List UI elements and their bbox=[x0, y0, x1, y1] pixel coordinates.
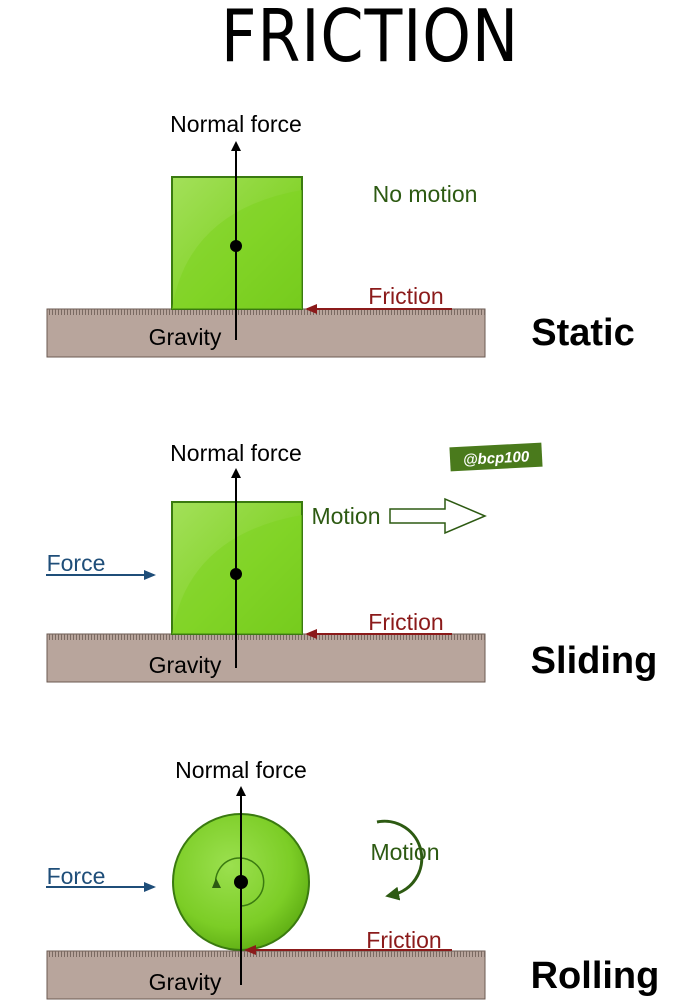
center-of-mass-dot bbox=[234, 875, 248, 889]
force-label: Force bbox=[47, 863, 106, 889]
watermark-text: @bcp100 bbox=[463, 448, 531, 468]
rotation-icon bbox=[214, 857, 265, 907]
ground-surface bbox=[46, 950, 486, 1000]
diagram-title: FRICTION bbox=[220, 0, 520, 78]
circular-motion-arrow bbox=[376, 819, 424, 901]
ground-surface bbox=[46, 633, 486, 683]
force-label: Force bbox=[47, 550, 106, 576]
gravity-label: Gravity bbox=[149, 324, 222, 350]
ground-surface bbox=[46, 308, 486, 358]
gravity-label: Gravity bbox=[149, 652, 222, 678]
friction-label: Friction bbox=[368, 283, 443, 309]
motion-label: Motion bbox=[370, 839, 439, 865]
friction-label: Friction bbox=[366, 927, 441, 953]
motion-label: No motion bbox=[373, 181, 478, 207]
normal-force-label: Normal force bbox=[175, 757, 307, 783]
panel-heading: Sliding bbox=[531, 640, 658, 682]
center-of-mass-dot bbox=[230, 568, 242, 580]
panel-sliding: Normal force Motion Force Friction Gravi… bbox=[46, 440, 658, 683]
gravity-label: Gravity bbox=[149, 969, 222, 995]
panel-rolling: Normal force Motion Force Friction Gravi… bbox=[46, 757, 660, 1000]
watermark: @bcp100 bbox=[449, 442, 543, 472]
friction-label: Friction bbox=[368, 609, 443, 635]
panel-heading: Static bbox=[531, 312, 634, 354]
normal-force-label: Normal force bbox=[170, 111, 302, 137]
motion-label: Motion bbox=[311, 503, 380, 529]
motion-arrow-outline bbox=[389, 497, 487, 535]
panel-static: Normal force No motion Friction Gravity … bbox=[46, 111, 635, 358]
center-of-mass-dot bbox=[230, 240, 242, 252]
normal-force-label: Normal force bbox=[170, 440, 302, 466]
panel-heading: Rolling bbox=[531, 955, 660, 997]
